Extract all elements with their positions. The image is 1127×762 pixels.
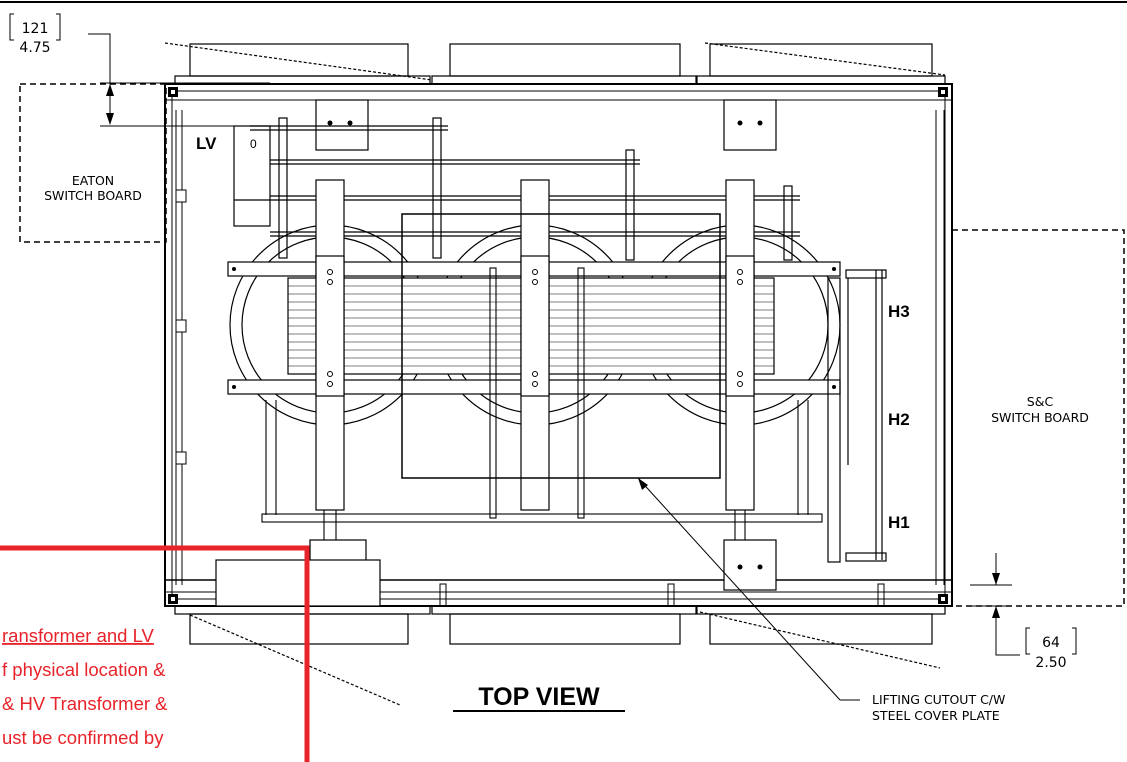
note-line-1: ransformer and LV: [2, 625, 154, 646]
top-dimension: 121 4.75: [9, 13, 440, 127]
lifting-cutout: [401, 213, 721, 479]
view-title: TOP VIEW: [478, 683, 600, 711]
right-dim-inch: 2.50: [1035, 655, 1066, 671]
bottom-bracket: [215, 539, 777, 607]
note-line-3: & HV Transformer &: [2, 693, 168, 714]
note-line-2: f physical location &: [2, 659, 166, 680]
top-fans: [174, 43, 946, 85]
lv-label: LV: [196, 134, 217, 153]
sc-switch-board: S&C SWITCH BOARD: [951, 229, 1125, 607]
bottom-fans: [174, 605, 946, 645]
hv-terminal-rail: [827, 269, 887, 563]
sc-label-line1: S&C: [1027, 394, 1054, 409]
eaton-switch-board: EATON SWITCH BOARD: [19, 83, 167, 243]
top-dim-mm: 121: [22, 21, 49, 37]
chamfer-lines: [164, 42, 946, 706]
right-dim-mm: 64: [1042, 635, 1060, 651]
eaton-label-line2: SWITCH BOARD: [44, 188, 142, 203]
note-line-4: ust be confirmed by: [2, 727, 164, 748]
cutout-leader: [637, 477, 860, 701]
right-dimension: 64 2.50: [970, 553, 1077, 671]
top-dim-inch: 4.75: [19, 40, 50, 56]
cutout-label-line1: LIFTING CUTOUT C/W: [872, 692, 1005, 707]
cutout-label-line2: STEEL COVER PLATE: [872, 708, 1000, 723]
note-box: ransformer and LV f physical location & …: [0, 545, 310, 762]
clamp-legs: [315, 179, 755, 511]
lv-small-label: 0: [250, 137, 257, 151]
terminal-h1: H1: [888, 513, 910, 532]
terminal-h3: H3: [888, 302, 910, 321]
terminal-h2: H2: [888, 410, 910, 429]
side-clips: [175, 189, 187, 465]
sc-label-line2: SWITCH BOARD: [991, 410, 1089, 425]
enclosure: [164, 83, 953, 607]
eaton-label-line1: EATON: [72, 173, 114, 188]
